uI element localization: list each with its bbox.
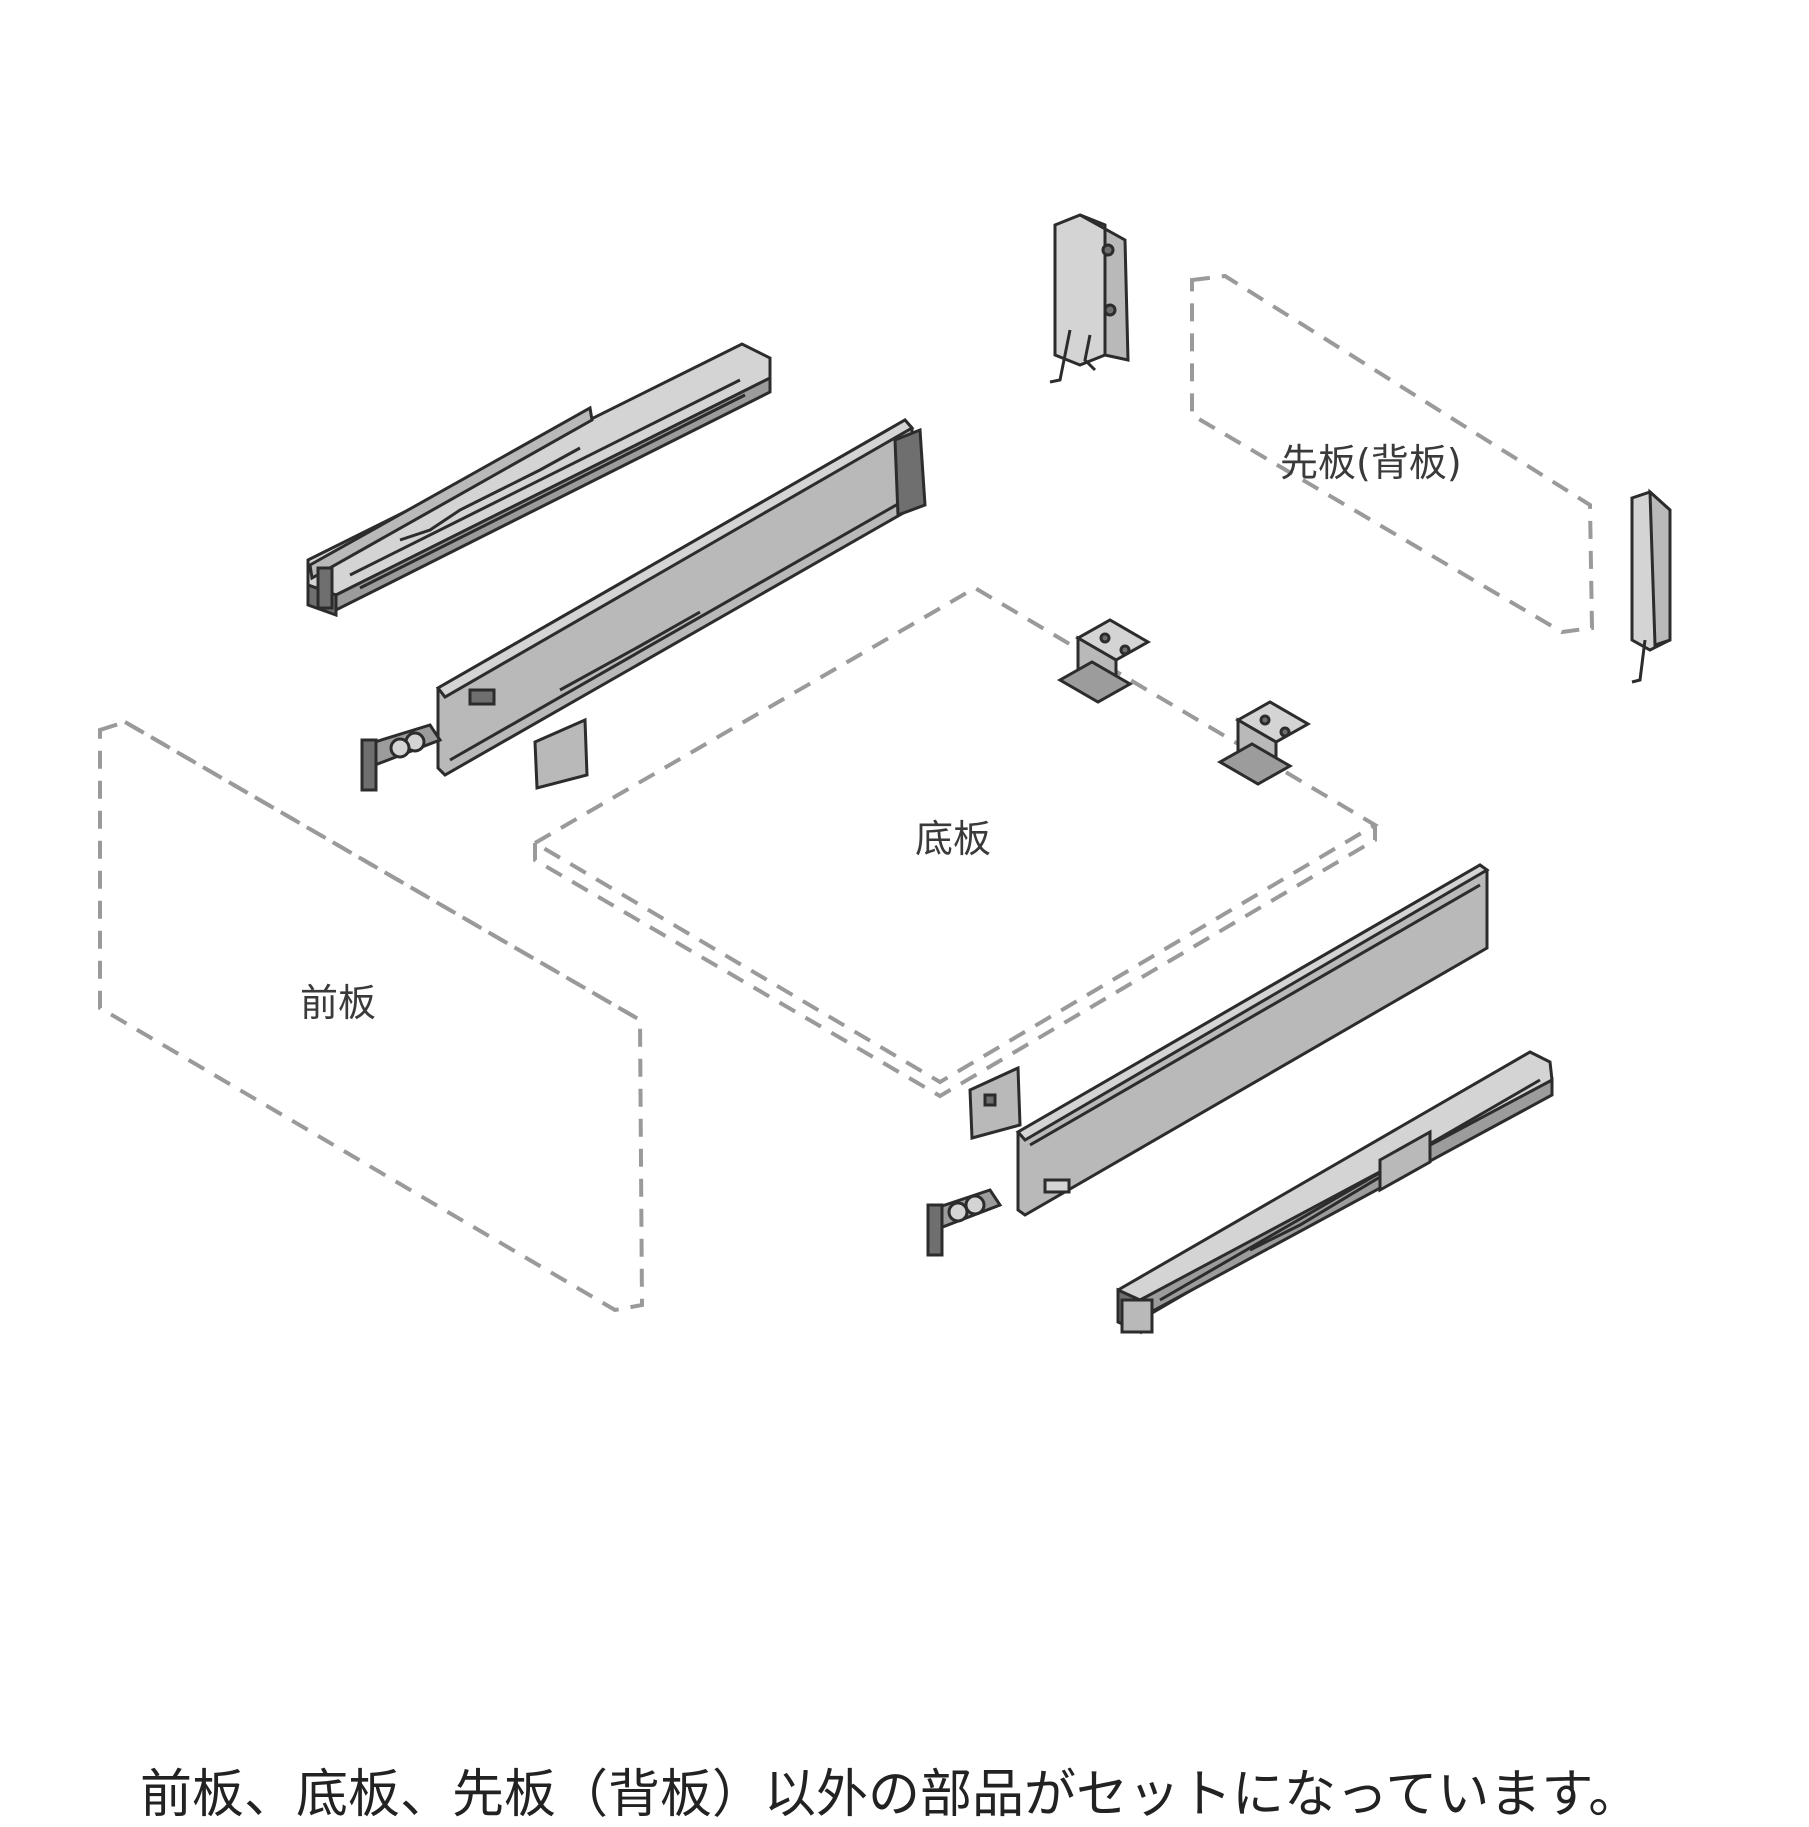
- front-panel-outline: [98, 719, 645, 1313]
- rear-bracket-left: [1049, 213, 1130, 384]
- left-clip-plate: [533, 717, 589, 790]
- back-panel-outline: [1190, 273, 1595, 635]
- right-clip-plate: [968, 1065, 1022, 1140]
- caption-text: 前板、底板、先板（背板）以外の部品がセットになっています。: [140, 1765, 1641, 1825]
- left-front-adjuster: [360, 723, 443, 792]
- front-panel-label: 前板: [300, 981, 377, 1025]
- bottom-panel-outline-edge: [533, 825, 1377, 1099]
- bottom-panel-label: 底板: [915, 817, 992, 861]
- back-panel-label: 先板(背板): [1280, 441, 1462, 485]
- rear-bracket-right: [1630, 488, 1672, 684]
- right-front-adjuster: [926, 1188, 1003, 1257]
- right-drawer-side: [1015, 863, 1490, 1217]
- bottom-clamp-bracket-2: [1216, 700, 1312, 786]
- left-drawer-side: [435, 418, 927, 777]
- right-runner-rail: [1116, 1050, 1554, 1335]
- front-panel-outline-edge: [123, 720, 642, 1022]
- left-runner-rail: [306, 342, 772, 618]
- bottom-clamp-bracket-1: [1056, 618, 1152, 704]
